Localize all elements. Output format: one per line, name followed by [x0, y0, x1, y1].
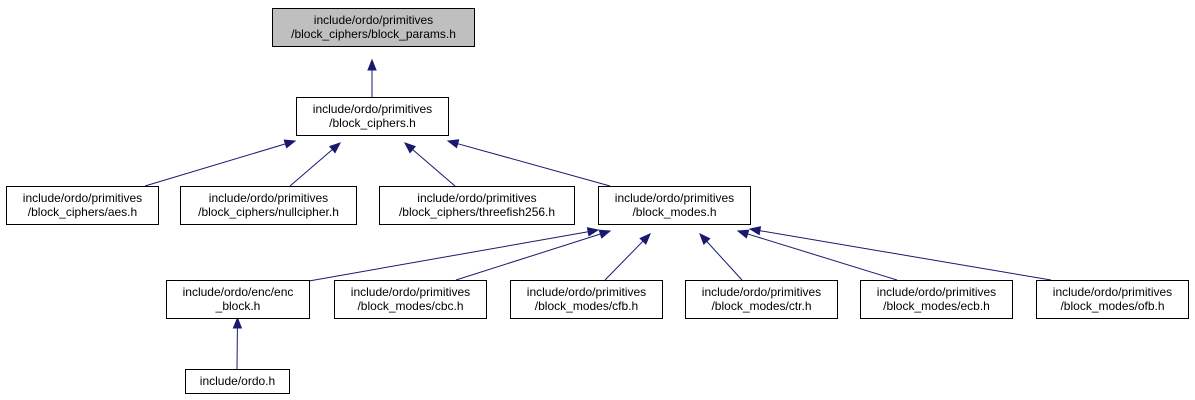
- node-label-line: include/ordo/primitives: [877, 285, 996, 299]
- node-label-line: /block_modes.h: [632, 205, 716, 219]
- node-label-line: /block_ciphers/nullcipher.h: [198, 205, 339, 219]
- arrowhead-icon: [639, 233, 651, 245]
- node-aes[interactable]: include/ordo/primitives/block_ciphers/ae…: [6, 186, 159, 225]
- node-box: [166, 280, 310, 319]
- node-label-line: /block_modes/cbc.h: [357, 299, 463, 313]
- node-ordo[interactable]: include/ordo.h: [185, 369, 290, 394]
- node-ofb[interactable]: include/ordo/primitives/block_modes/ofb.…: [1036, 280, 1189, 319]
- arrowhead-icon: [283, 139, 297, 149]
- edge-cbc-to-block_modes: [455, 229, 612, 281]
- node-nullcipher[interactable]: include/ordo/primitives/block_ciphers/nu…: [180, 186, 357, 225]
- edge-line: [759, 230, 1052, 281]
- edge-ecb-to-block_modes: [736, 229, 898, 281]
- node-box: [598, 186, 751, 225]
- edge-line: [706, 241, 743, 281]
- edge-block_ciphers-to-block_params: [367, 58, 377, 97]
- node-box: [685, 280, 838, 319]
- node-box: [1036, 280, 1189, 319]
- edge-line: [289, 149, 333, 187]
- arrowhead-icon: [699, 233, 711, 245]
- edge-line: [747, 233, 898, 281]
- node-ctr[interactable]: include/ordo/primitives/block_modes/ctr.…: [685, 280, 838, 319]
- edge-line: [412, 149, 456, 187]
- node-label-line: include/ordo/primitives: [23, 191, 142, 205]
- node-threefish256[interactable]: include/ordo/primitives/block_ciphers/th…: [379, 186, 575, 225]
- node-label-line: /block_ciphers/threefish256.h: [399, 205, 555, 219]
- arrowhead-icon: [736, 229, 750, 239]
- node-block_modes[interactable]: include/ordo/primitives/block_modes.h: [598, 186, 751, 225]
- node-block_ciphers[interactable]: include/ordo/primitives/block_ciphers.h: [296, 97, 449, 136]
- node-cbc[interactable]: include/ordo/primitives/block_modes/cbc.…: [334, 280, 487, 319]
- node-label-line: include/ordo/primitives: [615, 191, 734, 205]
- node-label-line: /block_modes/cfb.h: [535, 299, 638, 313]
- node-label-line: include/ordo/primitives: [313, 102, 432, 116]
- edge-ofb-to-block_modes: [748, 226, 1052, 281]
- node-label-line: include/ordo/primitives: [314, 13, 433, 27]
- edge-line: [144, 143, 286, 187]
- edge-line: [457, 143, 611, 187]
- node-label-line: include/ordo/primitives: [351, 285, 470, 299]
- node-box: [180, 186, 357, 225]
- edge-threefish256-to-block_ciphers: [403, 142, 456, 187]
- node-label-line: include/ordo.h: [200, 374, 275, 388]
- node-label-line: include/ordo/primitives: [1053, 285, 1172, 299]
- arrowhead-icon: [403, 142, 417, 154]
- node-box: [185, 369, 290, 394]
- edge-enc_block-to-block_modes: [308, 227, 600, 282]
- graph-edges: [144, 58, 1052, 370]
- edge-line: [455, 233, 601, 281]
- edge-nullcipher-to-block_ciphers: [289, 142, 342, 187]
- arrowhead-icon: [367, 58, 377, 71]
- arrowhead-icon: [598, 229, 612, 239]
- edge-line: [308, 231, 589, 282]
- arrowhead-icon: [748, 226, 762, 236]
- node-label-line: include/ordo/primitives: [417, 191, 536, 205]
- graph-nodes: include/ordo/primitives/block_ciphers/bl…: [6, 8, 1189, 394]
- edge-ordo-to-enc_block: [232, 316, 243, 370]
- node-box: [860, 280, 1013, 319]
- node-box: [6, 186, 159, 225]
- node-block_params[interactable]: include/ordo/primitives/block_ciphers/bl…: [272, 8, 475, 47]
- node-ecb[interactable]: include/ordo/primitives/block_modes/ecb.…: [860, 280, 1013, 319]
- node-box: [296, 97, 449, 136]
- node-label-line: /block_ciphers/aes.h: [28, 205, 137, 219]
- node-label-line: /block_modes/ecb.h: [883, 299, 990, 313]
- node-box: [334, 280, 487, 319]
- edge-ctr-to-block_modes: [699, 233, 743, 281]
- node-label-line: /block_ciphers.h: [329, 116, 416, 130]
- node-label-line: include/ordo/primitives: [209, 191, 328, 205]
- arrowhead-icon: [328, 142, 342, 154]
- node-box: [379, 186, 575, 225]
- node-label-line: /block_ciphers/block_params.h: [291, 27, 456, 41]
- node-label-line: include/ordo/enc/enc: [183, 285, 294, 299]
- arrowhead-icon: [586, 227, 600, 237]
- node-label-line: /block_modes/ofb.h: [1060, 299, 1164, 313]
- edge-aes-to-block_ciphers: [144, 139, 297, 187]
- node-box: [510, 280, 663, 319]
- node-label-line: include/ordo/primitives: [527, 285, 646, 299]
- node-box: [272, 8, 475, 47]
- node-label-line: /block_modes/ctr.h: [711, 299, 811, 313]
- arrowhead-icon: [446, 139, 460, 149]
- edge-line: [604, 240, 644, 281]
- edge-cfb-to-block_modes: [604, 233, 651, 281]
- node-enc_block[interactable]: include/ordo/enc/enc_block.h: [166, 280, 310, 319]
- node-cfb[interactable]: include/ordo/primitives/block_modes/cfb.…: [510, 280, 663, 319]
- edge-block_modes-to-block_ciphers: [446, 139, 611, 187]
- arrowhead-icon: [232, 316, 243, 329]
- node-label-line: _block.h: [215, 299, 261, 313]
- node-label-line: include/ordo/primitives: [702, 285, 821, 299]
